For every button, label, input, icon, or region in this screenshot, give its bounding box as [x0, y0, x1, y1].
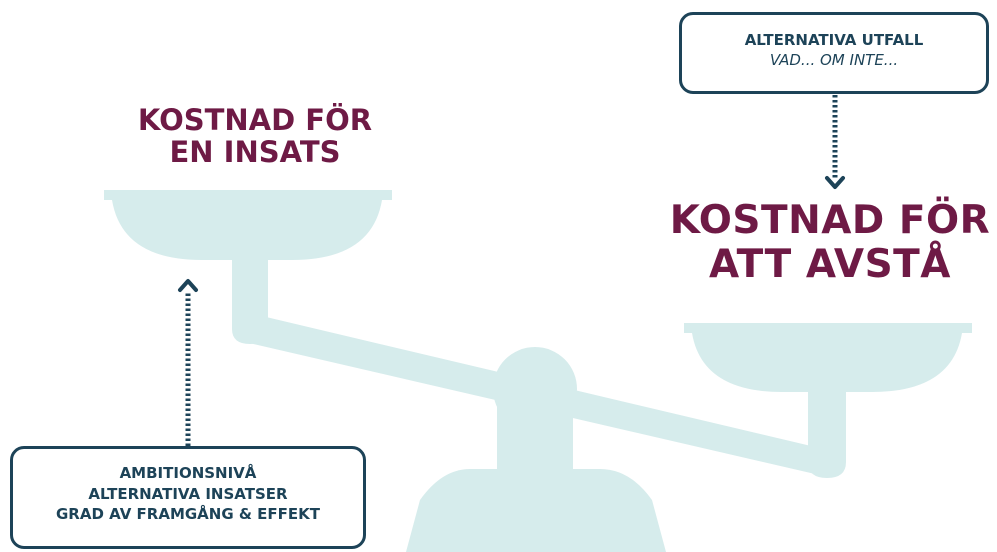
callout-bottom-line-2: ALTERNATIVA INSATSER	[88, 484, 288, 503]
right-pan	[684, 323, 972, 392]
left-pan-stem	[232, 238, 268, 344]
right-pan-title: KOSTNAD FÖR ATT AVSTÅ	[660, 199, 997, 286]
down-arrow	[825, 95, 845, 189]
scale-column	[497, 389, 573, 469]
left-pan	[104, 190, 392, 260]
left-pan-title-line-1: KOSTNAD FÖR	[137, 103, 373, 137]
left-pan-title-line-2: EN INSATS	[169, 135, 341, 170]
callout-top-line-2: VAD... OM INTE...	[769, 50, 899, 69]
scale-base	[406, 469, 666, 552]
right-pan-title-line-2: ATT AVSTÅ	[709, 241, 951, 287]
callout-top-line-1: ALTERNATIVA UTFALL	[744, 31, 924, 49]
right-pan-stem	[808, 386, 846, 478]
callout-bottom-line-1: AMBITIONSNIVÅ	[119, 464, 257, 482]
up-arrow	[178, 279, 198, 446]
callout-bottom-line-3: GRAD AV FRAMGÅNG & EFFEKT	[55, 505, 321, 524]
left-pan-title: KOSTNAD FÖR EN INSATS	[110, 104, 400, 169]
callout-alternative-outcomes: ALTERNATIVA UTFALL VAD... OM INTE...	[679, 12, 989, 94]
callout-ambition-level: AMBITIONSNIVÅ ALTERNATIVA INSATSER GRAD …	[10, 446, 366, 549]
right-pan-title-line-1: KOSTNAD FÖR	[669, 198, 991, 243]
